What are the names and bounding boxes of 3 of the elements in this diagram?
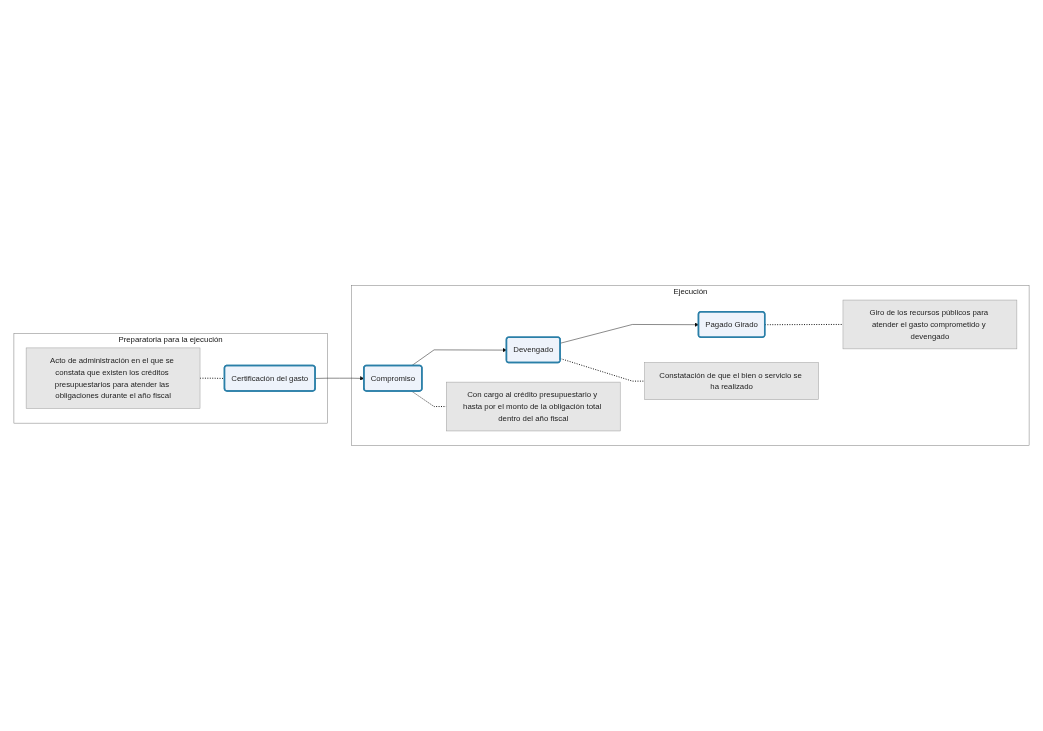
connector xyxy=(411,390,447,408)
connector xyxy=(559,358,646,382)
connector xyxy=(764,323,844,326)
